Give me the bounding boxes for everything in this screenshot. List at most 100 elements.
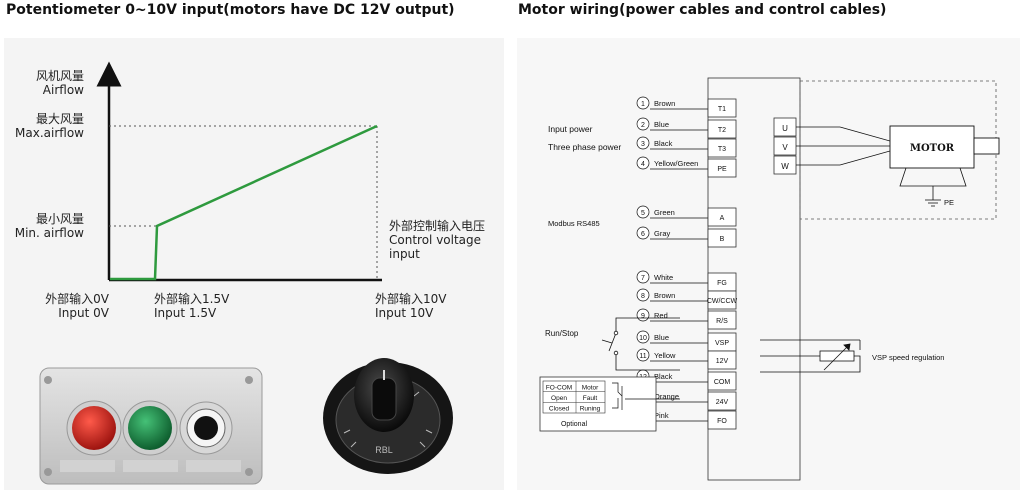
motor-terminal-label: U <box>782 124 788 133</box>
wire-number: 4 <box>641 161 645 168</box>
wire-color: White <box>654 273 673 282</box>
wire-number-badge <box>636 270 650 284</box>
potentiometer-knob-image: RBL <box>323 358 453 474</box>
control-box-image <box>39 367 263 485</box>
terminal-label: R/S <box>716 318 728 325</box>
terminal-label: B <box>720 236 725 243</box>
status-header-fo-com: FO-COM <box>546 385 572 392</box>
x-axis-label-en1: Control voltage <box>389 233 481 247</box>
terminal-box <box>707 410 737 430</box>
tick-10v-cn: 外部输入10V <box>375 291 447 306</box>
terminal-label: FG <box>717 280 727 287</box>
terminal-box <box>707 310 737 330</box>
terminal-label: T1 <box>718 106 726 113</box>
motor-terminal-label: W <box>781 162 789 171</box>
wire-color: Gray <box>654 229 671 238</box>
wire-color: Red <box>654 311 668 320</box>
motor-cables <box>796 126 891 166</box>
tick-10v-en: Input 10V <box>375 306 434 320</box>
terminal-box <box>707 138 737 158</box>
label-slot <box>123 460 178 472</box>
min-airflow-cn: 最小风量 <box>36 212 84 226</box>
terminal-label: A <box>720 215 725 222</box>
wire-color: Pink <box>654 411 669 420</box>
terminal-box <box>707 98 737 118</box>
wire-number-badge <box>636 348 650 362</box>
screw-icon <box>44 468 52 476</box>
ground-icon <box>925 186 941 207</box>
y-axis-label-en: Airflow <box>43 83 84 97</box>
wire-color: Blue <box>654 333 669 342</box>
run-stop-label: Run/Stop <box>545 329 579 338</box>
wire-color: Blue <box>654 120 669 129</box>
wire-number: 11 <box>639 353 646 360</box>
wire-number-badge <box>636 136 650 150</box>
wire-number-badge <box>636 156 650 170</box>
wire-number-badge <box>636 288 650 302</box>
wire-number: 1 <box>641 101 645 108</box>
terminal-box <box>707 371 737 391</box>
status-fault: Fault <box>583 395 598 402</box>
green-button <box>128 406 172 450</box>
motor-box <box>889 125 975 169</box>
terminal-box <box>707 119 737 139</box>
knob-grip-icon <box>371 377 397 421</box>
label-slot <box>186 460 241 472</box>
tick-1-5v-en: Input 1.5V <box>154 306 217 320</box>
vsp-potentiometer-icon <box>760 339 861 373</box>
status-closed: Closed <box>549 406 570 413</box>
screw-icon <box>245 468 253 476</box>
wire-color: Orange <box>654 392 679 401</box>
knob-brand: RBL <box>375 445 393 455</box>
terminal-label: 24V <box>716 399 729 406</box>
terminal-box <box>707 391 737 411</box>
motor-terminals: U V W <box>773 117 797 175</box>
motor-terminal-label: V <box>782 143 788 152</box>
terminal-label: PE <box>717 166 727 173</box>
wire-color: Yellow <box>654 351 676 360</box>
wire-number: 9 <box>641 313 645 320</box>
wire-number: 10 <box>639 335 647 342</box>
terminal-label: VSP <box>715 340 729 347</box>
wire-color: Black <box>654 139 673 148</box>
wire-number: 8 <box>641 293 645 300</box>
wire-color: Black <box>654 372 673 381</box>
x-axis-label-en2: input <box>389 247 420 261</box>
pe-label: PE <box>944 198 954 207</box>
dial-knob-icon <box>194 416 218 440</box>
min-airflow-en: Min. airflow <box>15 226 84 240</box>
optional-relay-block: FO-COM Motor Open Fault Closed Runing Op… <box>539 376 680 432</box>
motor-shaft-icon <box>973 137 1000 155</box>
max-airflow-en: Max.airflow <box>15 126 84 140</box>
wire-row: 12BlackCOM <box>636 369 737 391</box>
terminal-box <box>707 207 737 227</box>
wire-color: Brown <box>654 291 675 300</box>
wire-number-badge <box>636 330 650 344</box>
status-table <box>542 380 606 414</box>
terminal-box <box>707 158 737 178</box>
wire-number: 6 <box>641 231 645 238</box>
wire-number-badge <box>636 226 650 240</box>
tick-1-5v-cn: 外部输入1.5V <box>154 291 230 306</box>
screw-icon <box>44 376 52 384</box>
terminal-box <box>707 228 737 248</box>
relay-contact-icon <box>612 382 623 410</box>
tick-0v-en: Input 0V <box>58 306 110 320</box>
terminal-box <box>707 350 737 370</box>
terminal-label: FO <box>717 418 727 425</box>
wire-color: Green <box>654 208 675 217</box>
run-stop-switch-icon <box>601 317 680 371</box>
terminal-box <box>707 290 737 310</box>
wire-color: Brown <box>654 99 675 108</box>
status-open: Open <box>551 395 567 402</box>
airflow-curve <box>110 124 378 281</box>
